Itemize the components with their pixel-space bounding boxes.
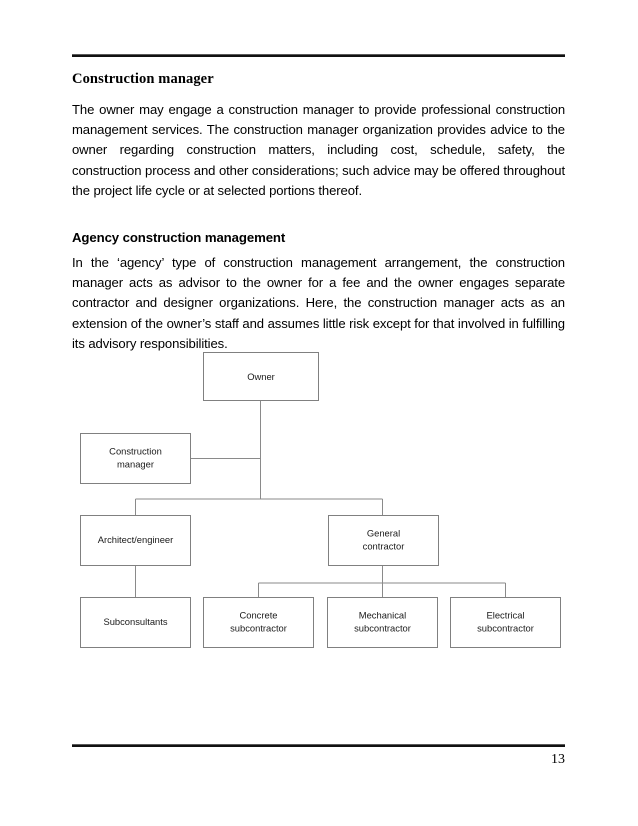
document-body: Construction manager The owner may engag…	[72, 70, 565, 354]
paragraph-spacer	[72, 201, 565, 229]
node-subconsultants[interactable]: Subconsultants	[80, 597, 191, 648]
org-chart-nodes: Owner Construction manager Architect/eng…	[80, 352, 561, 648]
section-heading-construction-manager: Construction manager	[72, 71, 214, 87]
node-construction-manager[interactable]: Construction manager	[80, 433, 191, 484]
node-subconsultants-label: Subconsultants	[103, 616, 167, 627]
node-electrical-subcontractor[interactable]: Electrical subcontractor	[450, 597, 561, 648]
node-owner-label: Owner	[247, 371, 275, 382]
node-mechanical-subcontractor-label-line1: Mechanical	[359, 609, 406, 620]
node-electrical-subcontractor-label-line1: Electrical	[486, 609, 524, 620]
node-construction-manager-label-line2: manager	[117, 458, 154, 469]
org-chart-connectors	[135, 400, 506, 597]
node-concrete-subcontractor-label-line1: Concrete	[239, 609, 277, 620]
section-heading-agency-construction-management: Agency construction management	[72, 230, 286, 246]
node-architect-engineer-label: Architect/engineer	[98, 534, 174, 545]
node-electrical-subcontractor-label-line2: subcontractor	[477, 622, 534, 633]
footer-rule	[72, 744, 565, 747]
node-general-contractor[interactable]: General contractor	[328, 515, 439, 566]
section-paragraph-construction-manager: The owner may engage a construction mana…	[72, 102, 565, 198]
node-mechanical-subcontractor[interactable]: Mechanical subcontractor	[327, 597, 438, 648]
node-concrete-subcontractor-label-line2: subcontractor	[230, 622, 287, 633]
node-owner[interactable]: Owner	[203, 352, 319, 401]
node-general-contractor-label-line2: contractor	[363, 540, 405, 551]
node-general-contractor-label-line1: General	[367, 527, 400, 538]
node-construction-manager-label-line1: Construction	[109, 445, 162, 456]
page-number: 13	[551, 752, 565, 767]
header-rule	[72, 54, 565, 57]
section-paragraph-agency-construction-management: In the ‘agency’ type of construction man…	[72, 255, 565, 351]
node-concrete-subcontractor[interactable]: Concrete subcontractor	[203, 597, 314, 648]
node-architect-engineer[interactable]: Architect/engineer	[80, 515, 191, 566]
node-mechanical-subcontractor-label-line2: subcontractor	[354, 622, 411, 633]
